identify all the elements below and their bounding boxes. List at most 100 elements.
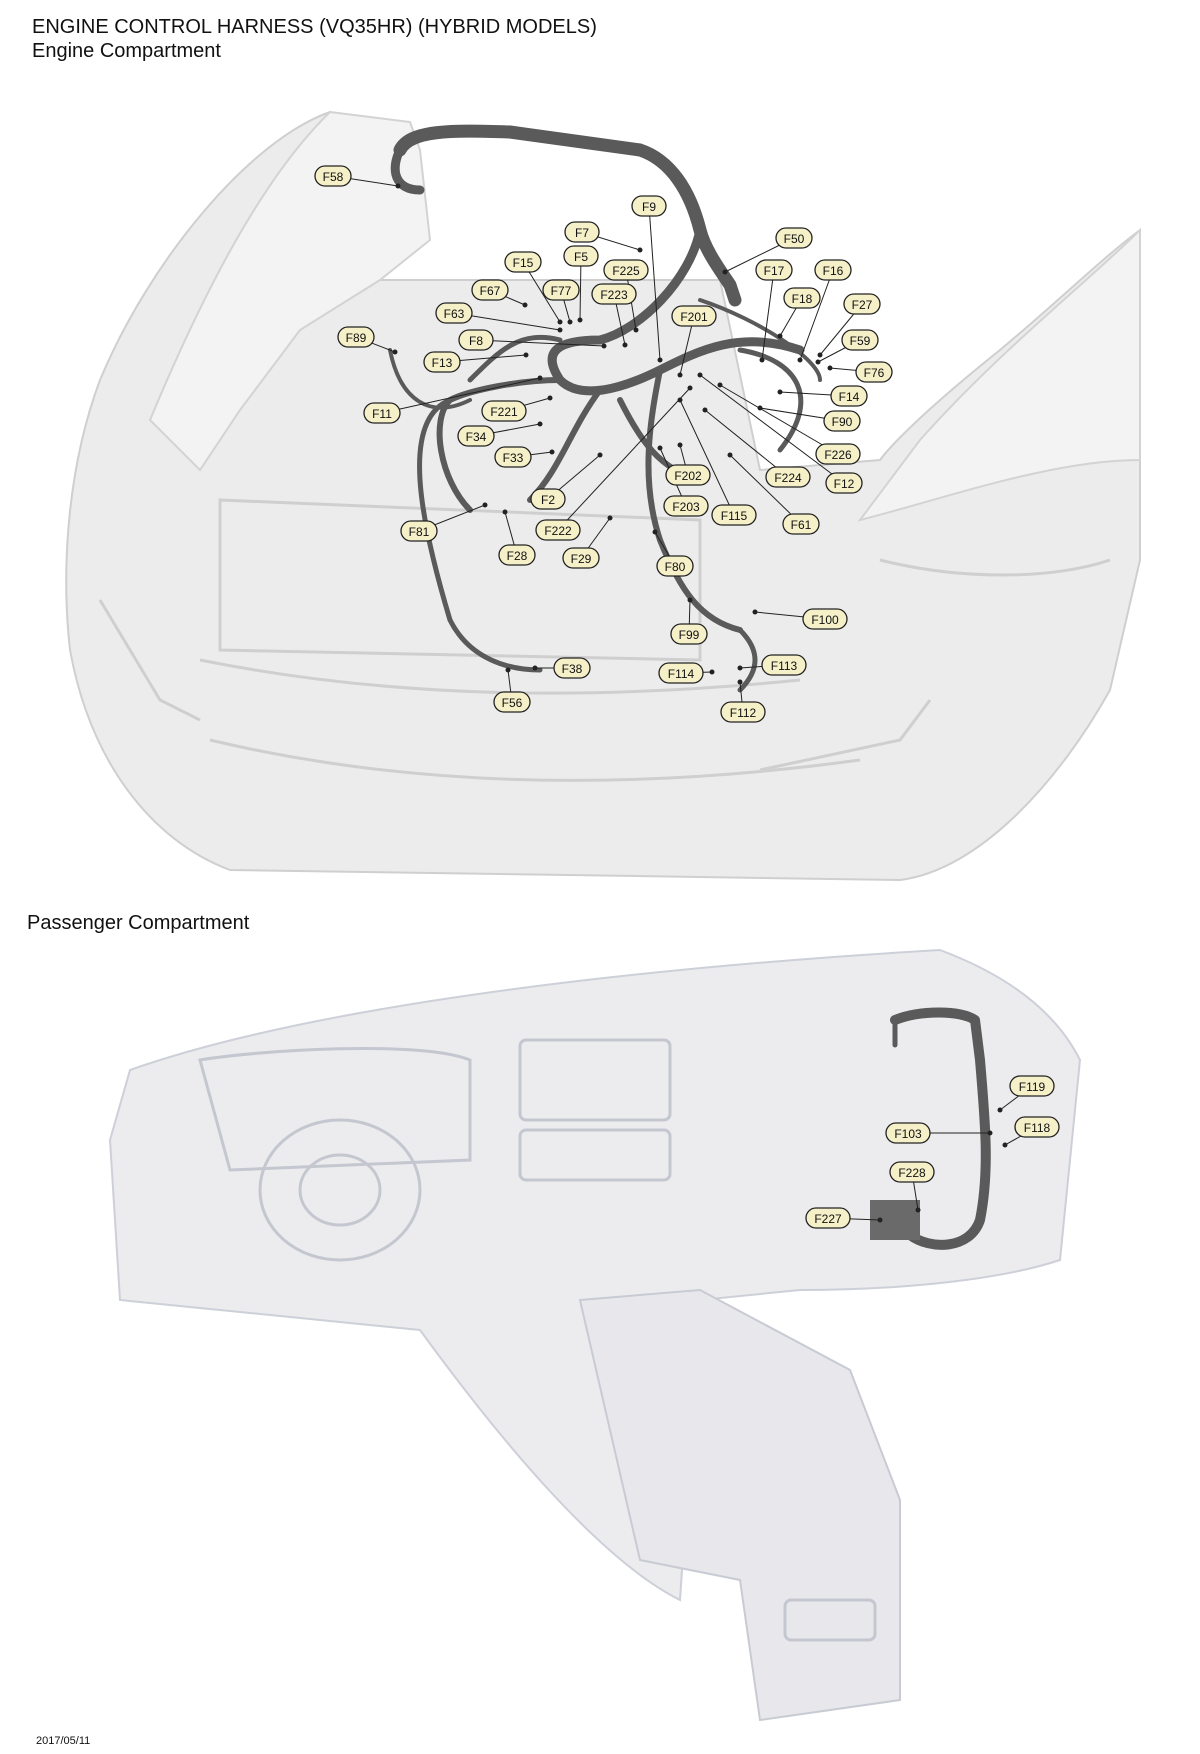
connector-label-text: F222 [544,524,572,538]
connector-label-f221: F221 [481,400,527,422]
connector-point-f28 [502,509,508,515]
connector-label-text: F201 [680,310,708,324]
connector-label-text: F7 [575,226,589,240]
connector-point-f11 [537,375,543,381]
connector-label-f90: F90 [823,410,861,432]
leader-line-f115 [679,399,735,516]
connector-label-text: F99 [679,628,700,642]
connector-label-f76: F76 [855,361,893,383]
page-title: ENGINE CONTROL HARNESS (VQ35HR) (HYBRID … [32,16,597,38]
connector-point-f118 [1002,1142,1008,1148]
connector-point-f224 [702,407,708,413]
connector-label-f17: F17 [755,259,793,281]
connector-label-f14: F14 [830,385,868,407]
leader-line-f12 [699,374,845,484]
connector-label-text: F59 [850,334,871,348]
connector-label-text: F80 [665,560,686,574]
connector-point-f27 [817,352,823,358]
connector-point-f56 [505,667,511,673]
connector-label-text: F89 [346,331,367,345]
connector-label-f29: F29 [562,547,600,569]
leader-line-f9 [648,205,661,361]
connector-point-f59 [815,359,821,365]
connector-label-f103: F103 [885,1122,931,1144]
connector-label-f27: F27 [843,293,881,315]
connector-point-f67 [522,302,528,308]
leader-line-f222 [557,387,691,531]
connector-point-f38 [532,665,538,671]
connector-label-text: F33 [503,451,524,465]
passenger-compartment-heading: Passenger Compartment [27,912,250,934]
connector-label-text: F228 [898,1166,926,1180]
connector-point-f50 [722,269,728,275]
connector-label-text: F118 [1024,1121,1051,1135]
connector-label-f225: F225 [603,259,649,281]
connector-point-f99 [687,597,693,603]
connector-label-f118: F118 [1014,1116,1060,1138]
connector-label-text: F5 [574,250,588,264]
connector-label-text: F227 [814,1212,842,1226]
connector-label-f7: F7 [564,221,600,243]
leader-line-f224 [704,409,789,478]
connector-label-text: F29 [571,552,592,566]
connector-point-f12 [697,372,703,378]
connector-label-f203: F203 [663,495,709,517]
connector-label-f227: F227 [805,1207,851,1229]
connector-label-text: F28 [507,549,528,563]
connector-label-f99: F99 [670,623,708,645]
connector-label-f13: F13 [423,351,461,373]
connector-label-text: F114 [668,667,695,681]
connector-label-text: F77 [551,284,572,298]
connector-label-text: F202 [674,469,702,483]
connector-label-f58: F58 [314,165,352,187]
connector-label-text: F17 [764,264,785,278]
connector-label-f226: F226 [815,443,861,465]
engine-compartment-heading: Engine Compartment [32,40,221,62]
connector-label-f38: F38 [553,657,591,679]
connector-point-f202 [677,442,683,448]
instrument-panel-body [108,948,1082,1602]
connector-label-text: F38 [562,662,583,676]
connector-label-f28: F28 [498,544,536,566]
connector-label-f228: F228 [889,1161,935,1183]
connector-label-text: F18 [792,292,813,306]
connector-point-f9 [657,357,663,363]
leader-line-f17 [761,269,775,361]
connector-point-f18 [777,333,783,339]
connector-label-text: F56 [502,696,523,710]
connector-label-text: F100 [811,613,839,627]
connector-label-text: F103 [894,1127,922,1141]
connector-label-text: F67 [480,284,501,298]
leader-line-f11 [381,377,541,414]
connector-point-f5 [577,317,583,323]
connector-label-text: F226 [824,448,852,462]
connector-point-f119 [997,1107,1003,1113]
connector-label-f224: F224 [765,466,811,488]
connector-point-f103 [987,1130,993,1136]
connector-point-f227 [877,1217,883,1223]
connector-label-text: F81 [409,525,430,539]
connector-label-text: F27 [852,298,873,312]
connector-label-f11: F11 [363,402,401,424]
connector-label-f67: F67 [471,279,509,301]
connector-label-text: F113 [771,659,798,673]
connector-label-f50: F50 [775,227,813,249]
connector-point-f16 [797,357,803,363]
connector-label-text: F224 [774,471,802,485]
leader-line-f16 [799,269,834,361]
connector-label-text: F203 [672,500,700,514]
connector-point-f225 [633,327,639,333]
connector-point-f226 [717,382,723,388]
connector-point-f29 [607,515,613,521]
connector-point-f80 [652,529,658,535]
connector-point-f201 [677,372,683,378]
dash-details [198,1038,877,1642]
connector-label-text: F16 [823,264,844,278]
connector-label-f33: F33 [494,446,532,468]
connector-label-f77: F77 [542,279,580,301]
connector-label-text: F50 [784,232,805,246]
connector-label-f12: F12 [825,472,863,494]
connector-point-f100 [752,609,758,615]
vehicle-hood [148,110,1141,522]
connector-label-f222: F222 [535,519,581,541]
